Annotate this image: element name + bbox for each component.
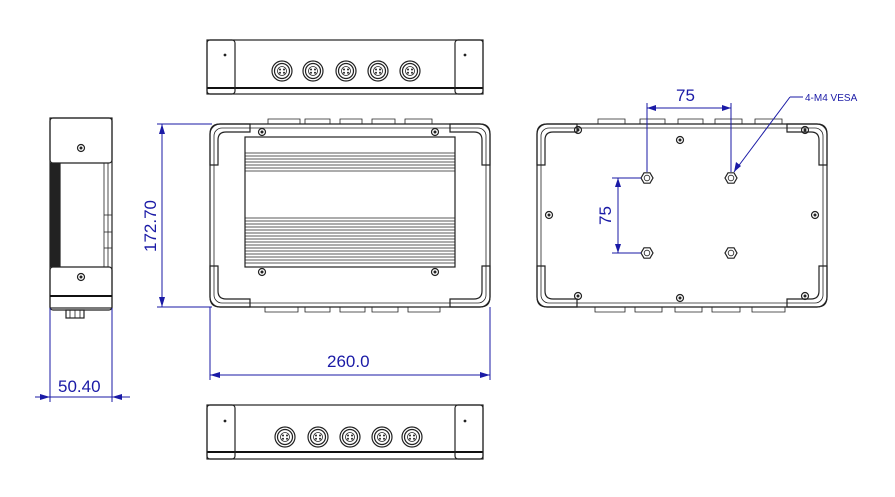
vesa-callout-leader — [733, 96, 803, 173]
side-view — [49, 117, 113, 319]
rear-view — [536, 118, 828, 313]
vesa-horizontal-label: 75 — [676, 86, 695, 105]
vesa-callout-label: 4-M4 VESA — [805, 93, 858, 104]
width-dimension — [209, 307, 491, 380]
bottom-connector-view — [206, 404, 484, 460]
front-view — [209, 118, 491, 313]
depth-dimension-label: 50.40 — [58, 377, 101, 396]
top-connector-view — [206, 39, 484, 95]
vesa-vertical-dimension — [612, 177, 641, 254]
vesa-vertical-label: 75 — [596, 206, 615, 225]
height-dimension — [157, 123, 212, 308]
depth-dimension — [35, 308, 130, 402]
height-dimension-label: 172.70 — [141, 200, 160, 252]
width-dimension-label: 260.0 — [327, 352, 370, 371]
vesa-horizontal-dimension — [646, 103, 732, 172]
vesa-mount-holes — [640, 172, 738, 259]
